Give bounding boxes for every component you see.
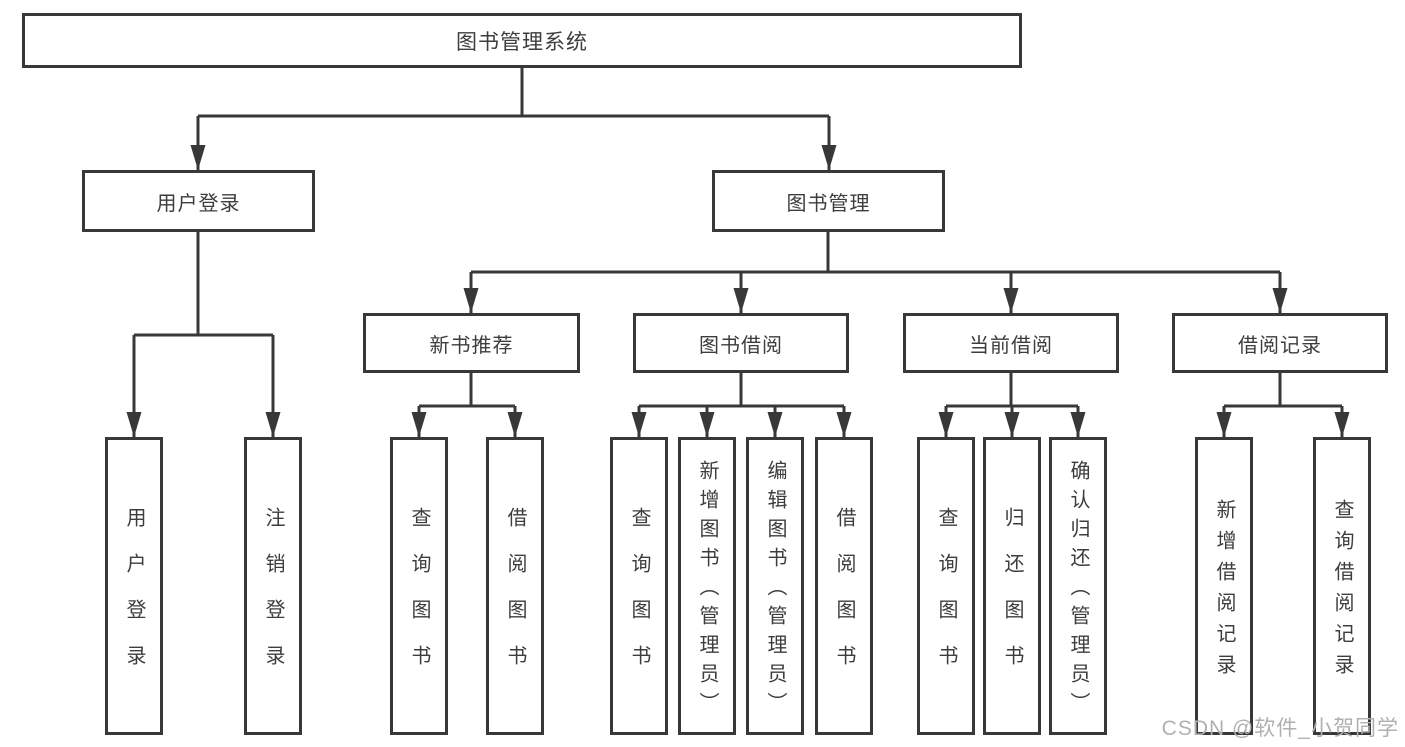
connector-current-borrowing	[944, 373, 1080, 437]
leaf-add-book-admin: 新增图书（管理员）	[678, 437, 736, 735]
node-user-login: 用户登录	[82, 170, 315, 232]
arrow-icon	[190, 145, 206, 170]
node-library-management-system: 图书管理系统	[22, 13, 1022, 68]
leaf-label: 注销登录	[262, 507, 284, 691]
arrow-icon	[1070, 412, 1086, 437]
node-label: 新书推荐	[429, 334, 514, 357]
connector-new-book-recommend	[417, 373, 517, 437]
leaf-label: 查询图书	[628, 507, 650, 691]
leaf-label: 归还图书	[1001, 507, 1023, 691]
leaf-label: 确认归还（管理员）	[1067, 460, 1089, 721]
node-new-book-recommend: 新书推荐	[363, 313, 580, 373]
leaf-label: 借阅图书	[833, 507, 855, 691]
arrow-icon	[1334, 412, 1350, 437]
node-current-borrowing: 当前借阅	[903, 313, 1119, 373]
leaf-return-books: 归还图书	[983, 437, 1041, 735]
arrow-icon	[507, 412, 523, 437]
leaf-user-login: 用户登录	[105, 437, 163, 735]
arrow-icon	[411, 412, 427, 437]
arrow-icon	[699, 412, 715, 437]
leaf-query-borrow-record: 查询借阅记录	[1313, 437, 1371, 735]
node-label: 图书借阅	[699, 334, 783, 357]
leaf-add-borrow-record: 新增借阅记录	[1195, 437, 1253, 735]
node-label: 图书管理	[786, 192, 871, 215]
leaf-label: 查询借阅记录	[1331, 498, 1353, 685]
arrow-icon	[821, 145, 837, 170]
arrow-icon	[463, 288, 479, 313]
leaf-label: 查询图书	[408, 507, 430, 691]
arrow-icon	[265, 412, 281, 437]
arrow-icon	[733, 288, 749, 313]
leaf-label: 借阅图书	[504, 507, 526, 691]
arrow-icon	[1003, 288, 1019, 313]
leaf-borrow-books: 借阅图书	[815, 437, 873, 735]
arrow-icon	[1272, 288, 1288, 313]
leaf-query-books: 查询图书	[610, 437, 668, 735]
leaf-label: 用户登录	[123, 507, 145, 691]
leaf-edit-book-admin: 编辑图书（管理员）	[746, 437, 804, 735]
arrow-icon	[938, 412, 954, 437]
leaf-logout: 注销登录	[244, 437, 302, 735]
leaf-borrow-books: 借阅图书	[486, 437, 544, 735]
node-book-borrowing: 图书借阅	[633, 313, 849, 373]
arrow-icon	[836, 412, 852, 437]
connector-user-login	[132, 232, 275, 437]
node-borrowing-records: 借阅记录	[1172, 313, 1388, 373]
arrow-icon	[1004, 412, 1020, 437]
leaf-label: 查询图书	[935, 507, 957, 691]
connector-book-management	[469, 232, 1282, 313]
node-label: 用户登录	[156, 192, 241, 215]
connector-root	[196, 68, 831, 170]
leaf-label: 新增图书（管理员）	[696, 460, 718, 721]
leaf-query-books: 查询图书	[917, 437, 975, 735]
arrow-icon	[1216, 412, 1232, 437]
leaf-confirm-return-admin: 确认归还（管理员）	[1049, 437, 1107, 735]
node-book-management: 图书管理	[712, 170, 945, 232]
arrow-icon	[767, 412, 783, 437]
arrow-icon	[126, 412, 142, 437]
node-label: 当前借阅	[969, 334, 1053, 357]
leaf-label: 新增借阅记录	[1213, 498, 1235, 685]
arrow-icon	[631, 412, 647, 437]
node-label: 借阅记录	[1238, 334, 1322, 357]
node-label: 图书管理系统	[456, 30, 588, 54]
connector-book-borrowing	[637, 373, 846, 437]
connector-borrowing-records	[1222, 373, 1344, 437]
leaf-query-books: 查询图书	[390, 437, 448, 735]
leaf-label: 编辑图书（管理员）	[764, 460, 786, 721]
